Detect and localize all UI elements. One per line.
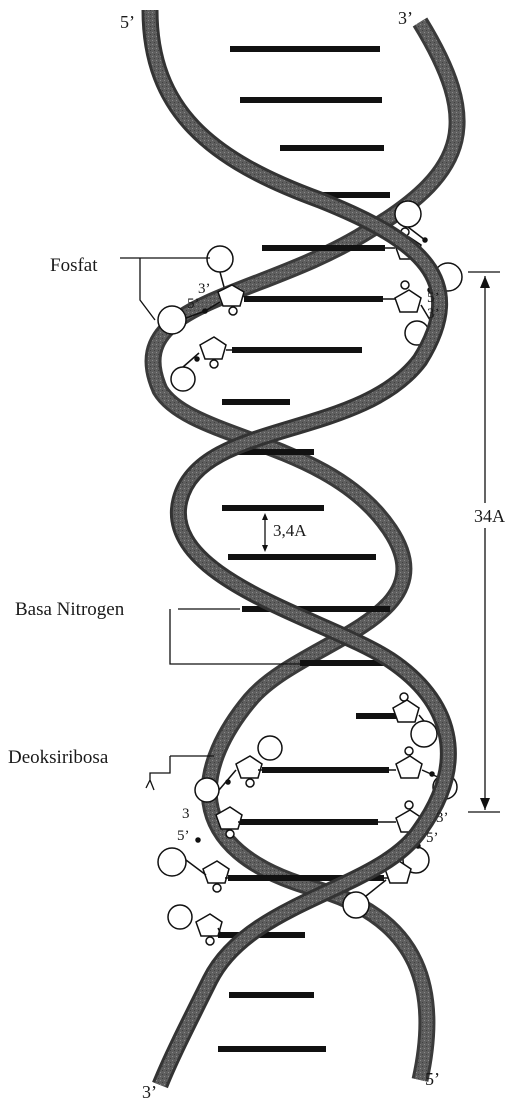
deoxyribose-sugar bbox=[195, 913, 223, 937]
upper-left-3-prime: 3’ bbox=[198, 281, 211, 297]
pitch-length-label: 34A bbox=[474, 506, 505, 526]
deoxyribose-sugar bbox=[395, 755, 423, 779]
pitch-arrow-up bbox=[480, 276, 490, 288]
basa-nitrogen-label: Basa Nitrogen bbox=[15, 599, 125, 620]
strand-end-bottom-left: 3’ bbox=[142, 1082, 157, 1102]
phosphate-group bbox=[394, 200, 422, 228]
phosphate-group bbox=[167, 904, 193, 930]
phosphate-group bbox=[157, 305, 187, 335]
phosphate-group bbox=[194, 777, 220, 803]
deoksiribosa-label: Deoksiribosa bbox=[8, 747, 109, 768]
lower-left-3: 3 bbox=[182, 806, 190, 822]
phosphate-group bbox=[206, 245, 234, 273]
deoksiribosa-bracket bbox=[145, 755, 214, 791]
fosfat-bracket bbox=[120, 257, 210, 321]
strand-end-bottom-right: 5’ bbox=[425, 1069, 440, 1089]
upper-right-3-prime: 3’ bbox=[427, 306, 440, 322]
fosfat-label: Fosfat bbox=[50, 255, 98, 276]
phosphate-group bbox=[157, 847, 187, 877]
upper-turn-nucleotides bbox=[157, 200, 463, 392]
strand-end-top-left: 5’ bbox=[120, 12, 135, 32]
phosphate-group bbox=[342, 891, 370, 919]
lower-right-3-prime: 3’ bbox=[436, 810, 449, 826]
phosphate-group bbox=[257, 735, 283, 761]
leader-lines bbox=[120, 257, 500, 813]
basa-nitrogen-bracket bbox=[169, 608, 300, 665]
deoxyribose-sugar bbox=[217, 284, 245, 307]
rise-distance-label: 3,4A bbox=[273, 521, 307, 540]
upper-right-5-prime: 5’ bbox=[427, 290, 440, 306]
deoxyribose-sugar bbox=[392, 699, 420, 723]
phosphate-group bbox=[170, 366, 196, 392]
arrowheads bbox=[262, 276, 490, 810]
base-pair-rungs bbox=[218, 46, 404, 1052]
upper-left-5-prime: 5’ bbox=[187, 296, 200, 312]
deoxyribose-sugar bbox=[199, 336, 227, 360]
rise-arrow-down bbox=[262, 545, 268, 552]
deoxyribose-sugar bbox=[394, 289, 422, 313]
pitch-arrow-down bbox=[480, 798, 490, 810]
lower-right-5-prime: 5’ bbox=[426, 830, 439, 846]
rise-arrow-up bbox=[262, 513, 268, 520]
strand-end-top-right: 3’ bbox=[398, 8, 413, 28]
deoxyribose-sugar bbox=[235, 755, 263, 779]
phosphate-group bbox=[410, 720, 438, 748]
deoxyribose-sugar bbox=[202, 860, 230, 884]
lower-left-5-prime: 5’ bbox=[177, 828, 190, 844]
